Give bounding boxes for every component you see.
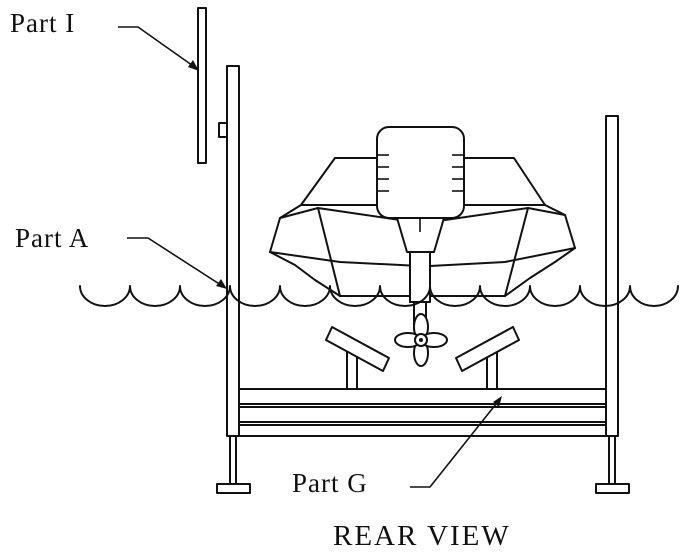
right-post: [595, 115, 630, 494]
label-part-g: Part G: [292, 468, 368, 498]
label-part-a: Part A: [15, 223, 89, 253]
left-bunk: [325, 326, 390, 372]
part-i-board: [197, 7, 207, 164]
left-post: [216, 65, 251, 494]
label-part-i: Part I: [10, 8, 75, 38]
motor-cowling: [376, 126, 465, 219]
propeller: [394, 313, 448, 367]
outboard-motor: [376, 126, 465, 331]
bunk-supports: [325, 326, 520, 390]
part-g-crossbeam: [238, 388, 607, 437]
leader-part-g: [410, 396, 502, 488]
right-bunk: [455, 326, 520, 372]
water-line: [79, 285, 679, 307]
leader-part-i: [118, 26, 199, 71]
diagram-title: REAR VIEW: [333, 520, 511, 552]
leader-part-a: [127, 237, 227, 289]
boat-hull: [269, 157, 576, 297]
